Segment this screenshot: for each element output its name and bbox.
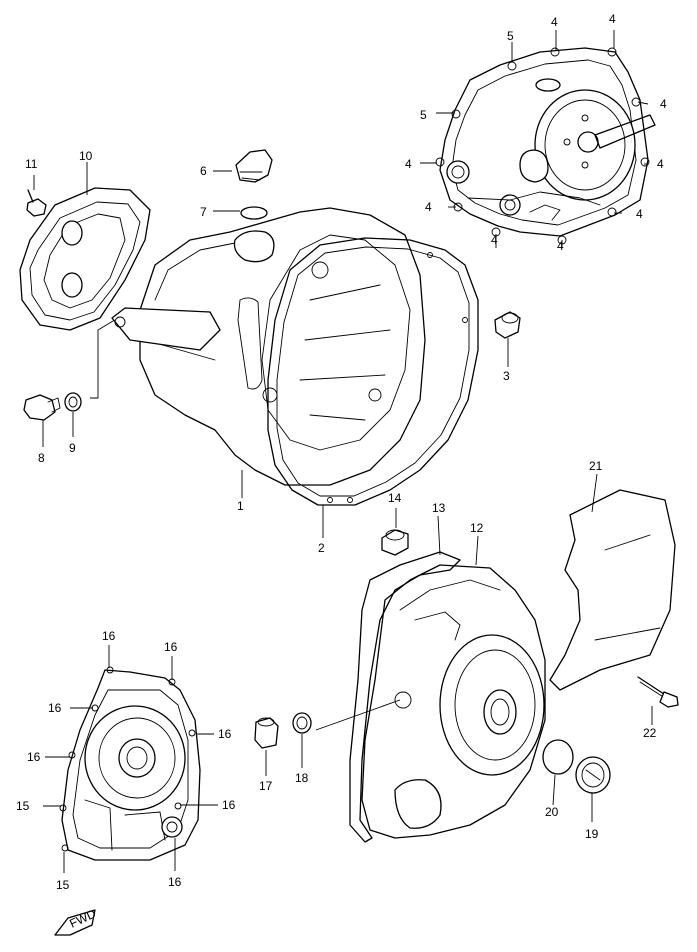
callout-11: 11 [25,157,38,171]
callout-16: 16 [218,727,232,741]
callout-4: 4 [557,239,564,253]
callout-4: 4 [551,15,558,29]
callout-4: 4 [491,233,498,247]
callout-18: 18 [295,771,309,785]
case-1 [111,207,426,486]
washer-18 [292,712,312,734]
callout-16: 16 [102,629,116,643]
callout-5: 5 [507,29,514,43]
callout-16: 16 [48,701,62,715]
dowel-3 [494,311,521,339]
callout-16: 16 [168,875,182,889]
callout-16: 16 [222,798,236,812]
callout-4: 4 [636,207,643,221]
callout-22: 22 [643,726,657,740]
o-ring-7 [240,206,268,220]
plug-17 [254,717,279,749]
callout-15: 15 [16,799,30,813]
cover-bottom-left [59,666,201,861]
callout-1: 1 [237,499,244,513]
callout-6: 6 [200,164,207,178]
cover-10 [19,187,151,331]
o-ring-20 [542,739,574,775]
callout-7: 7 [200,205,207,219]
bolt-22 [637,676,679,708]
callout-20: 20 [545,805,559,819]
callout-8: 8 [38,451,45,465]
callout-9: 9 [69,441,76,455]
bolt-8 [23,394,61,421]
callout-3: 3 [503,369,510,383]
oil-cap-6 [235,149,273,183]
callout-4: 4 [405,157,412,171]
callout-4: 4 [609,12,616,26]
callout-12: 12 [470,521,484,535]
guard-21 [549,489,676,691]
gasket-13 [349,551,461,843]
callout-4: 4 [660,97,667,111]
callout-16: 16 [27,750,41,764]
callout-17: 17 [259,779,273,793]
clutch-cover [435,47,656,245]
callout-14: 14 [388,491,402,505]
callout-4: 4 [657,157,664,171]
callout-16: 16 [164,640,178,654]
callout-4: 4 [425,200,432,214]
gasket-2 [267,237,479,506]
callout-labels: 4 4 5 4 5 4 4 4 4 4 4 4 6 7 10 11 8 9 1 … [16,12,667,892]
callout-13: 13 [432,501,446,515]
fwd-arrow-icon: FWD [54,906,98,936]
bolt-11 [26,189,47,217]
callout-5: 5 [420,108,427,122]
dowel-14 [381,529,409,556]
washer-9 [64,392,82,412]
leader-lines [33,30,653,873]
callout-10: 10 [79,149,93,163]
cover-12 [361,564,546,839]
callout-19: 19 [585,827,599,841]
plug-19 [575,756,611,794]
callout-21: 21 [589,459,603,473]
callout-2: 2 [318,541,325,555]
callout-15: 15 [56,878,70,892]
